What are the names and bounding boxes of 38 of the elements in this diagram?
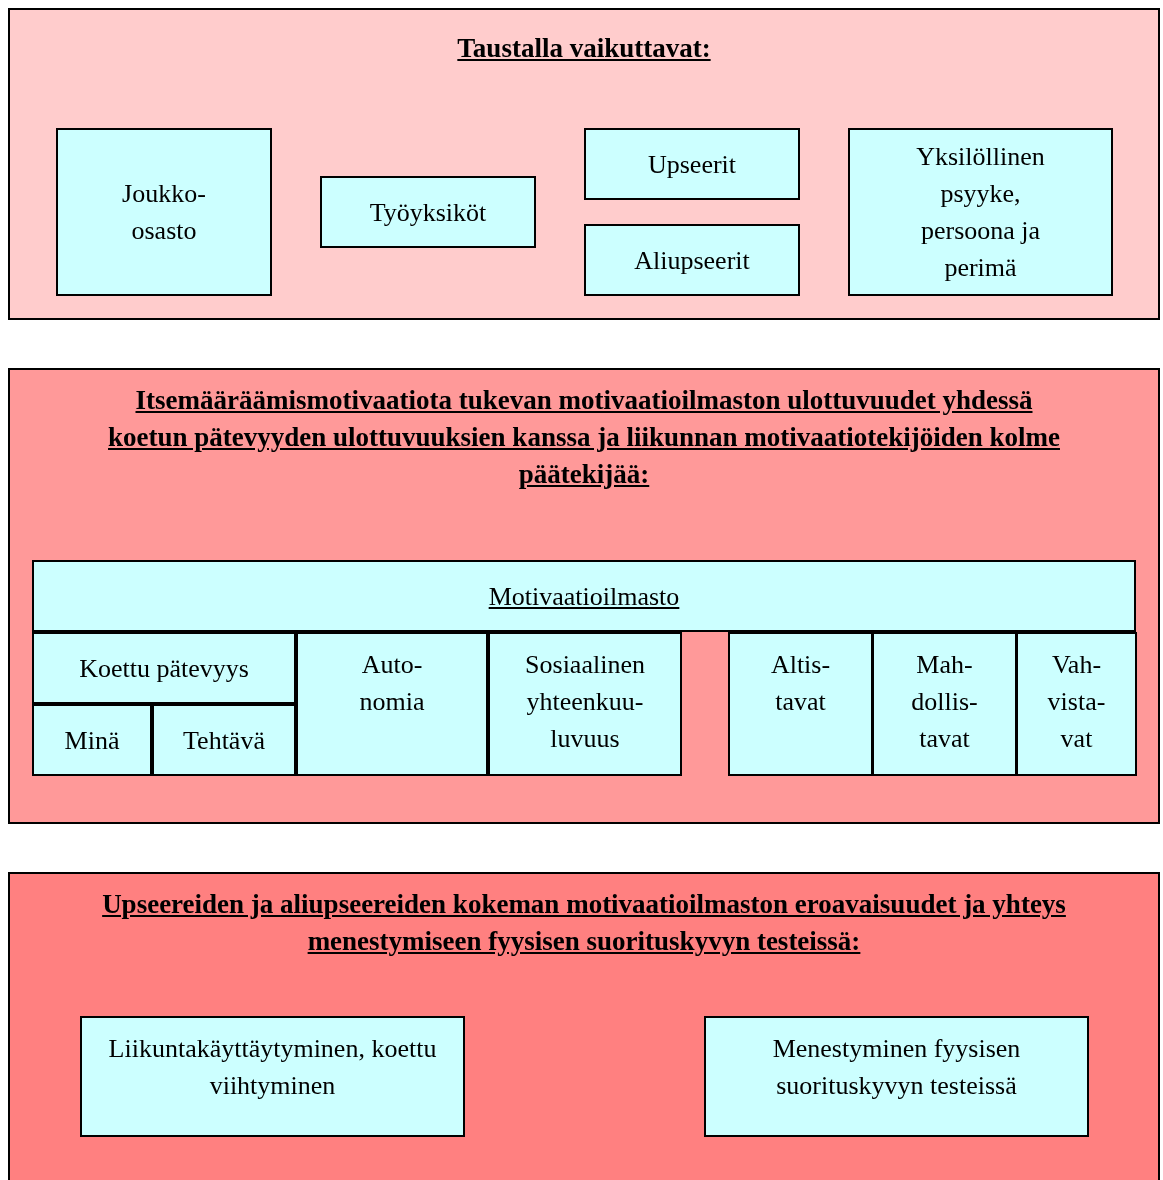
box-label: Mah- dollis- tavat [910, 649, 979, 755]
box-label: Koettu pätevyys [79, 652, 249, 685]
concept-box [32, 560, 1136, 632]
concept-box [320, 176, 536, 248]
box-label: Joukko- osasto [121, 178, 207, 247]
concept-box [32, 704, 152, 776]
box-label: Vah- vista- vat [1046, 649, 1107, 755]
box-label: Sosiaalinen yhteenkuu- luvuus [524, 649, 646, 755]
section-panel [8, 368, 1160, 824]
box-label: Yksilöllinen psyyke, persoona ja perimä [915, 141, 1046, 284]
section-heading: Taustalla vaikuttavat: [457, 32, 711, 65]
box-label: Upseerit [647, 148, 737, 181]
section-heading: Itsemääräämismotivaatiota tukevan motivaatioilmaston ulottuvuudet yhdessä koetun pätevyyden ulottuvuuksien kanssa ja liikunnan motivaatiotekijöiden kolme päätekijää: [107, 384, 1061, 491]
section-panel [8, 8, 1160, 320]
box-label: Liikuntakäyttäytyminen, koettu viihtyminen [107, 1033, 438, 1102]
concept-box [296, 632, 488, 776]
concept-box [488, 632, 682, 776]
concept-box [872, 632, 1017, 776]
section-heading: Upseereiden ja aliupseereiden kokeman motivaatioilmaston eroavaisuudet ja yhteys menestymiseen fyysisen suorituskyvyn testeissä: [101, 888, 1067, 958]
concept-box [1016, 632, 1137, 776]
concept-box [584, 224, 800, 296]
concept-box [848, 128, 1113, 296]
concept-box [80, 1016, 465, 1137]
box-label: Aliupseerit [634, 244, 750, 277]
section-panel [8, 872, 1160, 1180]
concept-box [728, 632, 873, 776]
concept-box [152, 704, 296, 776]
box-label: Altis- tavat [769, 649, 832, 718]
box-label: Minä [64, 724, 120, 757]
box-label: Menestyminen fyysisen suorituskyvyn testeissä [771, 1033, 1022, 1102]
concept-box [56, 128, 272, 296]
box-label: Motivaatioilmasto [488, 580, 680, 613]
concept-box [32, 632, 296, 704]
concept-box [704, 1016, 1089, 1137]
concept-box [584, 128, 800, 200]
box-label: Työyksiköt [369, 196, 487, 229]
box-label: Tehtävä [183, 724, 265, 757]
box-label: Auto- nomia [358, 649, 426, 718]
